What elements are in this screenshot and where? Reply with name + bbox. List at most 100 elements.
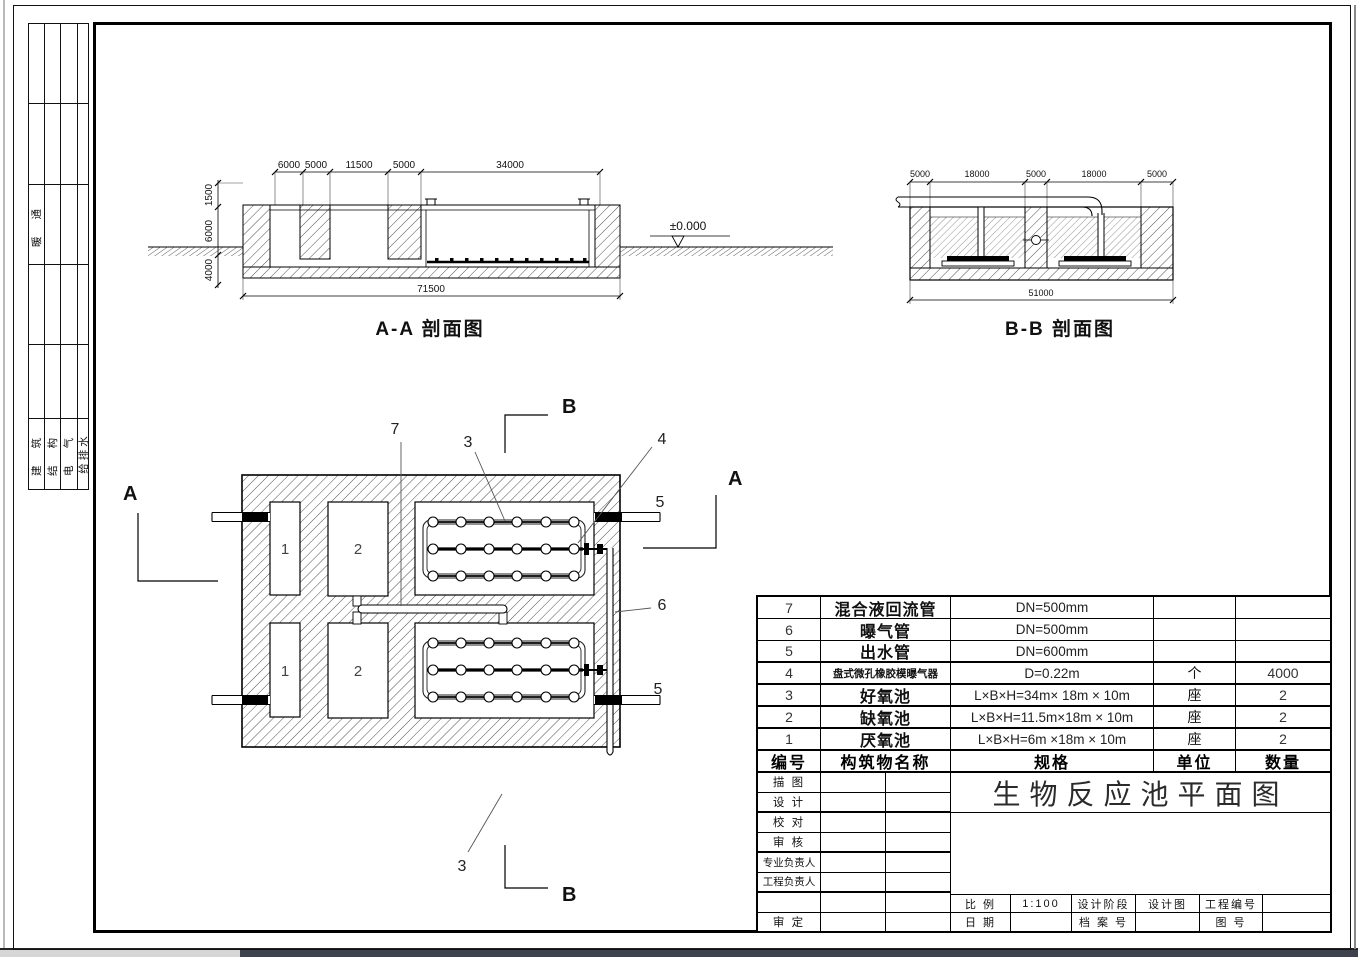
- spec-unit: 座: [1154, 729, 1236, 749]
- meta-row-scale: 比 例 1:100 设计阶段 设计图 工程编号: [951, 895, 1330, 913]
- bb-dim-5000b: 5000: [1026, 169, 1046, 179]
- anoxic-chamber-bottom: [327, 622, 389, 719]
- section-bb-view: 5000 18000 5000 18000 5000: [895, 169, 1177, 304]
- bb-dim-18000b: 18000: [1081, 169, 1106, 179]
- sign-row-discipline-lead: 专业负责人: [758, 853, 950, 873]
- callout-6: 6: [658, 597, 667, 614]
- header-name: 构筑物名称: [821, 751, 951, 771]
- plan-view: B B A A 7 3 4 5 6 5 3 1 2 1 2: [123, 396, 742, 906]
- section-marker-a-left: A: [123, 483, 137, 505]
- spec-qty: 2: [1279, 731, 1287, 747]
- spec-table: 7 混合液回流管 DN=500mm 6 曝气管 DN=500mm 5 出水管 D…: [758, 597, 1330, 773]
- sign-row-design: 设 计: [758, 792, 950, 813]
- header-unit: 单位: [1154, 751, 1236, 771]
- return-pipe: [352, 595, 508, 625]
- sign-label: 审 定: [758, 912, 821, 931]
- sign-cell: [886, 833, 950, 852]
- sign-label: 设 计: [758, 792, 821, 811]
- scale-value: 1:100: [1011, 895, 1072, 912]
- aa-tank-structure: [242, 198, 621, 279]
- spec-name: 缺氧池: [821, 707, 951, 727]
- countersign-strip: 暖 通 建 筑 结 构 电 气 给排水: [28, 23, 90, 490]
- bb-dim-5000a: 5000: [910, 169, 930, 179]
- chamber-2-label-top: 2: [354, 541, 362, 558]
- spec-name: 好氧池: [821, 685, 951, 705]
- aa-dim-5000b: 5000: [393, 160, 416, 171]
- spec-row-5: 5 出水管 DN=600mm: [758, 641, 1330, 663]
- callout-7: 7: [391, 421, 400, 438]
- section-markers: [137, 414, 717, 889]
- sign-cell: [821, 832, 886, 851]
- strip-divider: [29, 418, 88, 419]
- sign-cell: [886, 793, 950, 812]
- sign-row-blank: [758, 893, 950, 913]
- bottom-bar-left: [0, 950, 240, 957]
- hvac-label: 暖 通: [31, 201, 44, 247]
- sign-cell: [821, 893, 886, 912]
- callout-3-bottom: 3: [458, 858, 467, 875]
- anaerobic-chamber-top: [269, 501, 301, 596]
- spec-unit: 个: [1154, 663, 1236, 683]
- strip-divider: [60, 24, 61, 489]
- sign-cell: [821, 912, 886, 931]
- spec-no: 6: [758, 619, 821, 640]
- spec-qty: 2: [1279, 687, 1287, 703]
- header-qty: 数量: [1264, 755, 1301, 771]
- ground-hatch-right: [620, 247, 833, 256]
- aeration-grid-bottom: [422, 637, 607, 703]
- level-mark: ±0.000: [650, 219, 730, 248]
- sheet-border: [13, 5, 1351, 950]
- callout-5-bottom: 5: [654, 681, 663, 698]
- level-value: ±0.000: [670, 219, 707, 233]
- aa-dim-5000a: 5000: [305, 160, 328, 171]
- section-marker-a-right: A: [728, 468, 742, 490]
- spec-no: 1: [758, 729, 821, 749]
- strip-divider: [77, 24, 78, 489]
- strip-divider: [29, 264, 88, 265]
- header-no: 编号: [758, 751, 821, 771]
- section-marker-b-bottom: B: [562, 884, 576, 906]
- sign-cell: [886, 813, 950, 832]
- ground-hatch-left: [148, 247, 243, 256]
- spec-row-2: 2 缺氧池 L×B×H=11.5m×18m × 10m 座 2: [758, 707, 1330, 729]
- spec-header-row: 编号 构筑物名称 规格 单位 数量: [758, 751, 1330, 773]
- spec-spec: DN=600mm: [951, 641, 1154, 661]
- spec-qty: [1236, 619, 1330, 640]
- aa-dim-71500: 71500: [417, 284, 445, 295]
- strip-cell-struct: 结 构: [44, 418, 60, 489]
- spec-spec: L×B×H=11.5m×18m × 10m: [951, 707, 1154, 727]
- diffusers-bottom: [427, 637, 580, 703]
- section-aa-view: 6000 5000 11500 5000 34000 1500 6000 400…: [148, 160, 833, 300]
- archive-value: [1136, 913, 1200, 931]
- bb-tank-structure: [895, 196, 1174, 281]
- sign-cell: [821, 792, 886, 811]
- spec-unit: [1154, 641, 1236, 661]
- spec-name: 厌氧池: [821, 729, 951, 749]
- strip-cell-elec: 电 气: [60, 418, 77, 489]
- spec-row-3: 3 好氧池 L×B×H=34m× 18m × 10m 座 2: [758, 685, 1330, 707]
- aa-dim-v6000: 6000: [204, 219, 215, 242]
- archive-label: 档 案 号: [1072, 913, 1136, 931]
- callout-5-top: 5: [656, 494, 665, 511]
- spec-spec: DN=500mm: [951, 597, 1154, 618]
- anoxic-chamber-top: [327, 501, 389, 597]
- bottom-bar-right: [240, 950, 1358, 957]
- arch-label: 建 筑: [31, 431, 44, 476]
- sign-row-check: 校 对: [758, 813, 950, 833]
- aa-diffusers: [435, 258, 587, 262]
- spec-no: 3: [758, 685, 821, 705]
- strip-divider: [29, 103, 88, 104]
- callout-3-top: 3: [464, 434, 473, 451]
- diffusers-top: [427, 516, 580, 582]
- date-value: [1011, 913, 1072, 931]
- sign-label: [758, 893, 821, 912]
- spec-qty: 2: [1279, 709, 1287, 725]
- drawing-frame: [93, 22, 1332, 933]
- spec-spec: D=0.22m: [951, 663, 1154, 683]
- drawing-no-value: [1263, 913, 1330, 931]
- spec-name: 曝气管: [821, 619, 951, 640]
- bb-dim-5000c: 5000: [1147, 169, 1167, 179]
- sign-row-review: 审 核: [758, 832, 950, 853]
- spec-unit: 座: [1154, 685, 1236, 705]
